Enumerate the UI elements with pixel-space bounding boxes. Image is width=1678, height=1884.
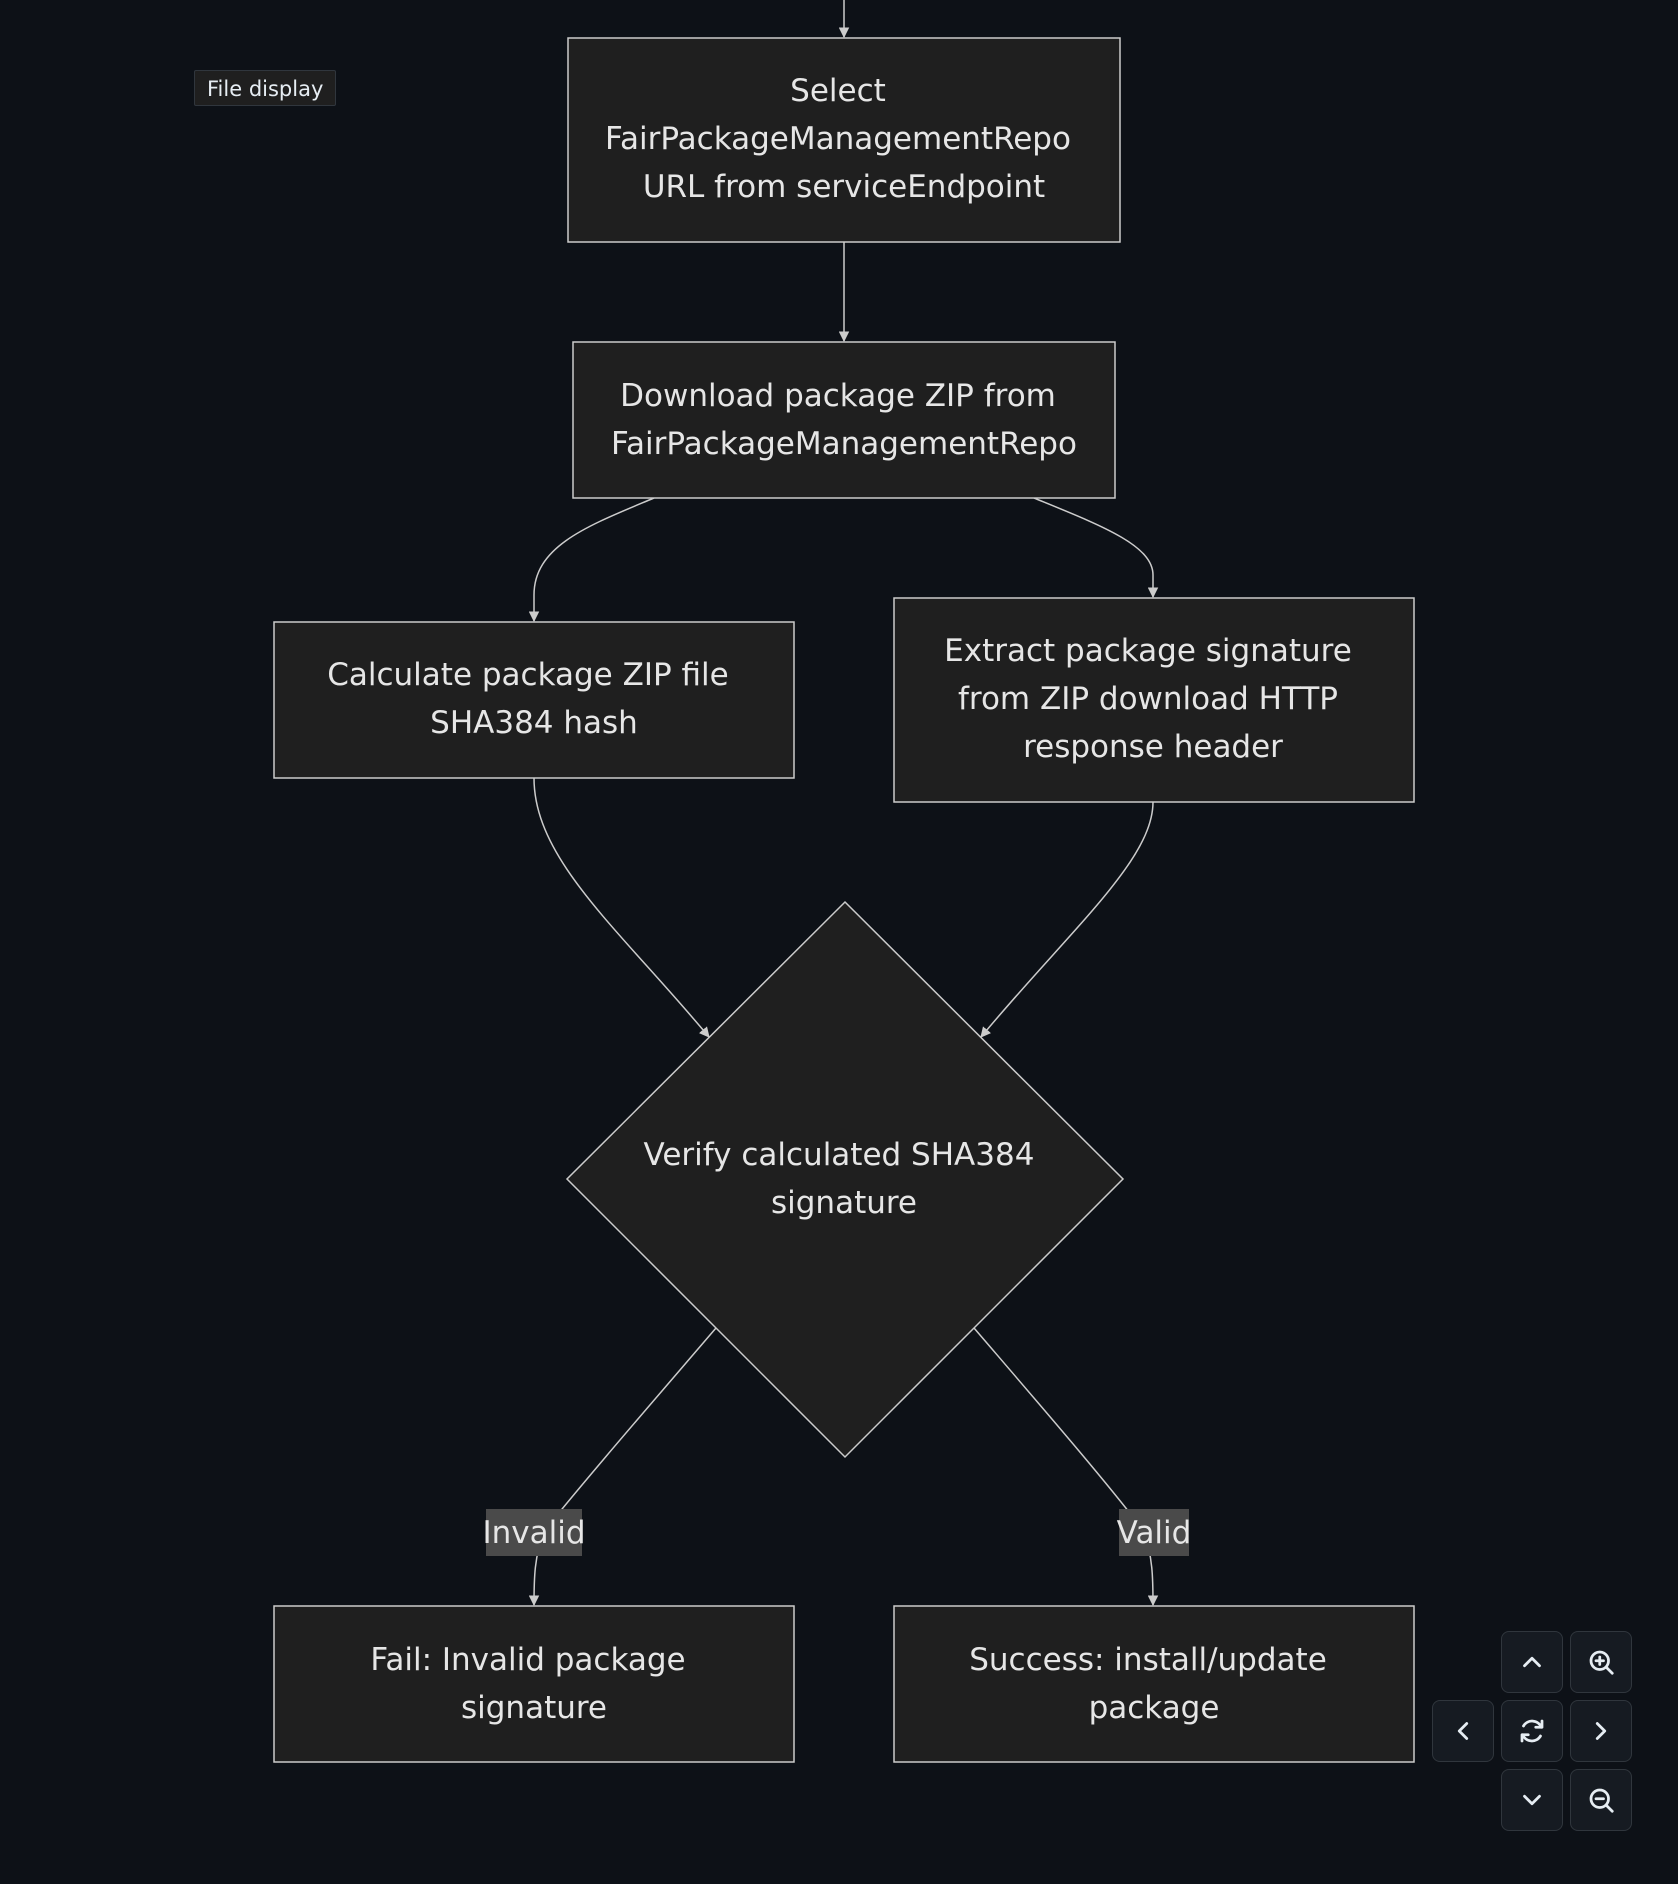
reset-icon bbox=[1520, 1719, 1544, 1743]
node-success-line-2: package bbox=[1089, 1690, 1220, 1726]
node-verify-line-1: Verify calculated SHA384 bbox=[644, 1137, 1035, 1173]
edge-download-to-calculate bbox=[528, 497, 655, 623]
node-select-line-3: URL from serviceEndpoint bbox=[643, 169, 1045, 205]
zoom-out-icon bbox=[1589, 1788, 1614, 1813]
chevron-left-icon bbox=[1457, 1722, 1469, 1740]
node-calculate-line-2: SHA384 hash bbox=[430, 705, 638, 741]
node-extract-line-1: Extract package signature bbox=[944, 633, 1352, 669]
edge-extract-to-verify bbox=[980, 801, 1154, 1038]
edge-verify-to-success bbox=[973, 1327, 1159, 1607]
edge-label-valid: Valid bbox=[1117, 1509, 1192, 1556]
node-download-line-1: Download package ZIP from bbox=[620, 378, 1056, 414]
pan-right-button[interactable] bbox=[1570, 1700, 1632, 1762]
node-select-line-2: FairPackageManagementRepo bbox=[605, 121, 1071, 157]
node-fail: Fail: Invalid package signature bbox=[273, 1605, 795, 1763]
edge-label-invalid: Invalid bbox=[482, 1509, 586, 1556]
pan-up-button[interactable] bbox=[1501, 1631, 1563, 1693]
edge-label-valid-text: Valid bbox=[1117, 1515, 1192, 1551]
edge-label-invalid-text: Invalid bbox=[482, 1515, 585, 1551]
node-download-line-2: FairPackageManagementRepo bbox=[611, 426, 1077, 462]
node-select-repo-url: Select FairPackageManagementRepo URL fro… bbox=[567, 37, 1121, 243]
zoom-in-button[interactable] bbox=[1570, 1631, 1632, 1693]
node-fail-line-2: signature bbox=[461, 1690, 607, 1726]
node-calculate-hash: Calculate package ZIP file SHA384 hash bbox=[273, 621, 795, 779]
edge-verify-to-fail bbox=[528, 1327, 717, 1607]
edges bbox=[528, 0, 1159, 1607]
node-fail-line-1: Fail: Invalid package bbox=[370, 1642, 685, 1678]
zoom-in-icon bbox=[1589, 1650, 1614, 1675]
pan-down-button[interactable] bbox=[1501, 1769, 1563, 1831]
node-select-line-1: Select bbox=[790, 73, 886, 109]
node-verify-line-2: signature bbox=[771, 1185, 917, 1221]
node-success-line-1: Success: install/update bbox=[969, 1642, 1327, 1678]
edge-calculate-to-verify bbox=[533, 777, 710, 1038]
node-success: Success: install/update package bbox=[893, 1605, 1415, 1763]
node-extract-signature: Extract package signature from ZIP downl… bbox=[893, 597, 1415, 803]
edge-download-to-extract bbox=[1033, 497, 1159, 599]
chevron-down-icon bbox=[1523, 1794, 1541, 1806]
chevron-up-icon bbox=[1523, 1656, 1541, 1668]
pan-left-button[interactable] bbox=[1432, 1700, 1494, 1762]
node-extract-line-2: from ZIP download HTTP bbox=[958, 681, 1338, 717]
chevron-right-icon bbox=[1595, 1722, 1607, 1740]
node-extract-line-3: response header bbox=[1023, 729, 1283, 765]
node-calculate-line-1: Calculate package ZIP file bbox=[327, 657, 729, 693]
node-verify-signature: Verify calculated SHA384 signature bbox=[565, 900, 1125, 1459]
reset-view-button[interactable] bbox=[1501, 1700, 1563, 1762]
file-display-label[interactable]: File display bbox=[194, 70, 337, 106]
node-download-zip: Download package ZIP from FairPackageMan… bbox=[572, 341, 1116, 499]
zoom-out-button[interactable] bbox=[1570, 1769, 1632, 1831]
